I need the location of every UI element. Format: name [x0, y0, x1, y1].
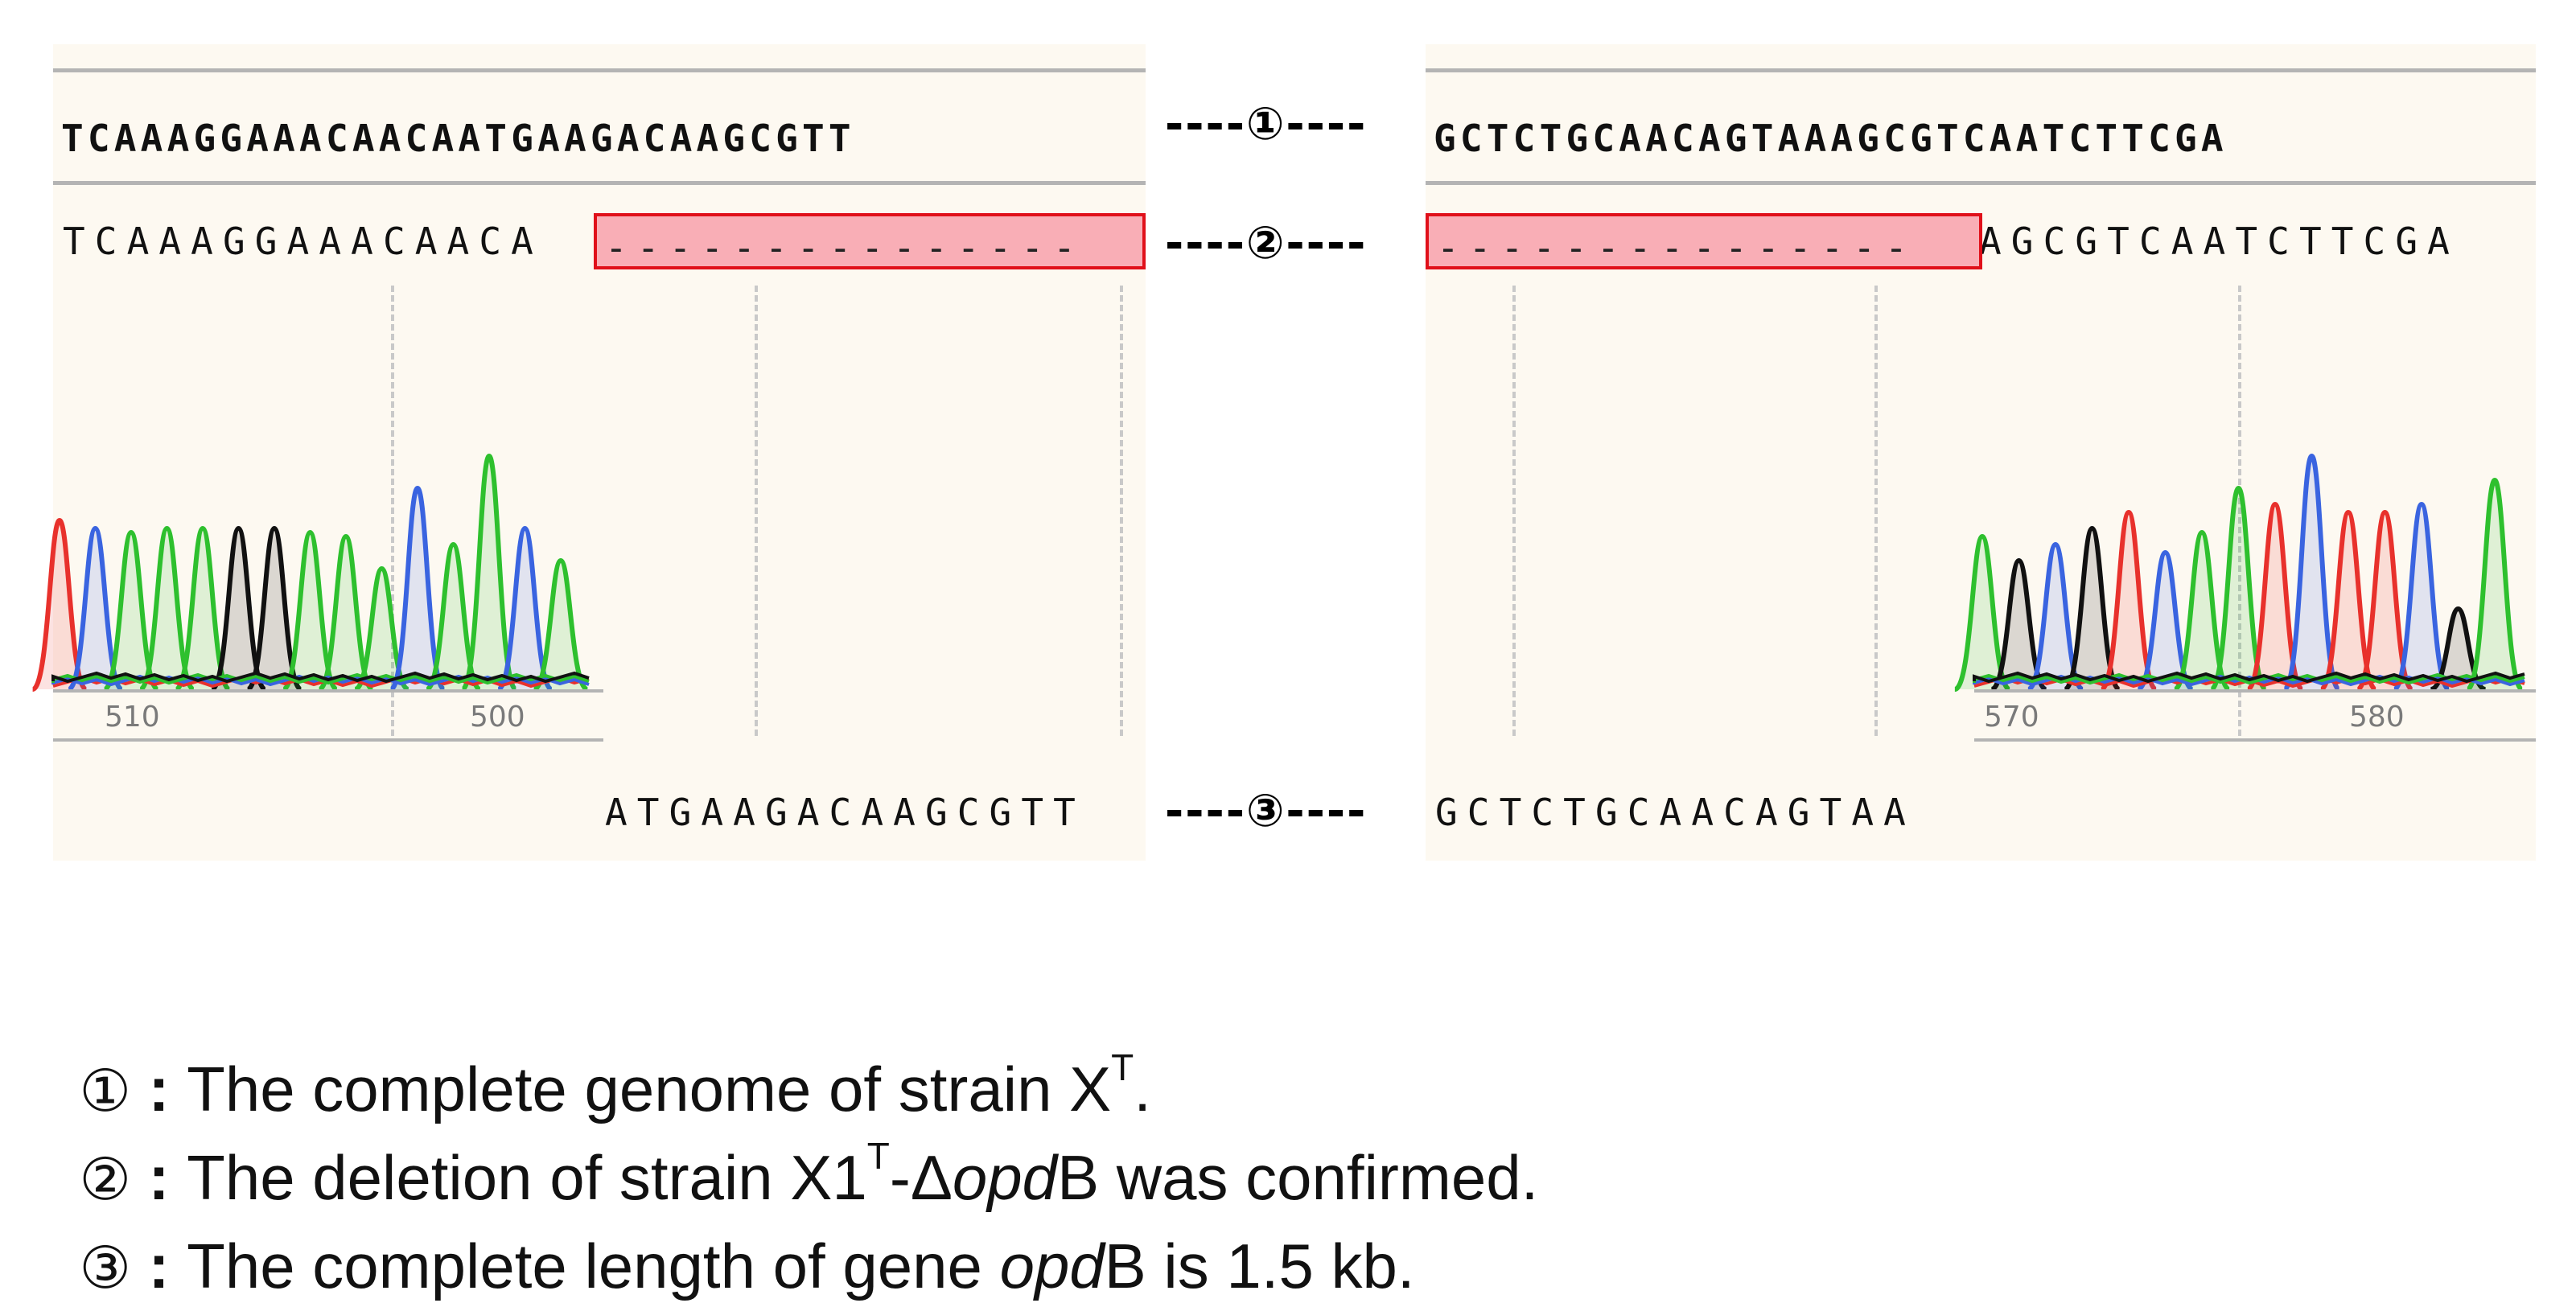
peak-line [210, 525, 267, 692]
legend-tail: . [1134, 1054, 1151, 1124]
peak-line [67, 525, 124, 692]
peak-line [2063, 525, 2121, 692]
baseline-noise [51, 672, 590, 685]
axis-rule [1974, 738, 2536, 742]
legend-item-3: ③ : The complete length of gene opdB is … [44, 1157, 1415, 1303]
deletion-sequence-right: AGCGTCAATCTTCGA [1979, 220, 2459, 263]
legend-separator: : [130, 1054, 187, 1124]
peak-line [318, 533, 374, 692]
gridline [1120, 286, 1123, 736]
chromatogram-panel-right: GCTCTGCAACAGTAAAGCGTCAATCTTCGA AGCGTCAAT… [1426, 44, 2536, 861]
reference-top-rule [1426, 68, 2536, 72]
legend-text: The complete genome of strain X [187, 1054, 1112, 1124]
tick-label: 570 [1984, 701, 2039, 734]
peak-line [533, 557, 589, 692]
peak-line [2356, 509, 2414, 692]
deletion-sequence-left: TCAAAGGAAACAACA [63, 220, 543, 263]
gridline [1512, 286, 1516, 736]
gene-sequence-right: GCTCTGCAACAGTAA [1435, 791, 1916, 834]
axis-rule [53, 689, 603, 693]
gridline [1874, 286, 1878, 736]
legend-item-2: ② : The deletion of strain X1T-ΔopdB was… [44, 1068, 1538, 1215]
reference-sequence-left: TCAAAGGAAACAACAATGAAGACAAGCGTT [61, 117, 855, 160]
tick-label: 580 [2349, 701, 2405, 734]
legend-separator: : [130, 1142, 187, 1213]
legend-item-1: ① : The complete genome of strain XT. [44, 980, 1151, 1126]
peak-line [425, 541, 482, 692]
superscript: T [1111, 1046, 1134, 1088]
peak-line [2246, 501, 2304, 692]
legend-tail: B is 1.5 kb. [1104, 1231, 1415, 1301]
chromatogram-trace-right [1953, 453, 2525, 692]
reference-sequence-right: GCTCTGCAACAGTAAAGCGTCAATCTTCGA [1434, 117, 2228, 160]
gap-dashes: --------------- [605, 226, 1085, 269]
gene-sequence-left: ATGAAGACAAGCGTT [605, 791, 1085, 834]
deletion-gap-right: --------------- [1426, 213, 1982, 269]
peak-line [2027, 541, 2084, 692]
connector-1: ----①---- [1165, 98, 1368, 150]
peak-line [1953, 533, 2011, 692]
gap-dashes: --------------- [1437, 226, 1917, 269]
marker-2: ② [79, 1145, 131, 1213]
reference-top-rule [53, 68, 1146, 72]
peak-line [2100, 509, 2158, 692]
peak-line [353, 565, 410, 692]
peak-line [103, 529, 159, 692]
peak-line [1990, 557, 2048, 692]
connector-2: ----②---- [1165, 217, 1368, 269]
reference-bottom-rule [1426, 181, 2536, 185]
peak-line [496, 525, 553, 692]
chromatogram-panel-left: TCAAAGGAAACAACAATGAAGACAAGCGTT TCAAAGGAA… [31, 44, 1146, 861]
peak-line [459, 453, 519, 692]
peak-line [246, 525, 302, 692]
marker-3: ③ [79, 1234, 131, 1301]
gridline [755, 286, 758, 736]
deletion-gap-left: --------------- [594, 213, 1146, 269]
peak-line [175, 525, 231, 692]
reference-bottom-rule [53, 181, 1146, 185]
tick-label: 500 [470, 701, 525, 734]
gene-name: opd [952, 1142, 1058, 1213]
legend-text: The complete length of gene [187, 1231, 1000, 1301]
peak-line [2209, 485, 2268, 692]
marker-1: ① [79, 1057, 131, 1124]
gridline [2238, 286, 2241, 736]
peak-line [2173, 529, 2231, 692]
peak-line [389, 485, 446, 692]
chromatogram-trace-left [31, 453, 590, 692]
peak-line [2319, 509, 2377, 692]
legend-text: The deletion of strain X1 [187, 1142, 867, 1213]
connector-3: ----③---- [1165, 785, 1368, 837]
peak-line [282, 529, 339, 692]
baseline-noise [51, 671, 590, 684]
peak-line [2393, 501, 2450, 692]
peak-line [2136, 549, 2195, 692]
axis-rule [53, 738, 603, 742]
tick-label: 510 [105, 701, 160, 734]
gene-name: opd [999, 1231, 1105, 1301]
superscript: T [866, 1135, 890, 1177]
legend-tail: B was confirmed. [1057, 1142, 1539, 1213]
peak-line [2282, 453, 2342, 692]
axis-rule [1974, 689, 2536, 693]
peak-line [2466, 477, 2524, 692]
peak-line [138, 525, 195, 692]
legend-mid: -Δ [889, 1142, 953, 1213]
gridline [391, 286, 394, 736]
legend-separator: : [130, 1231, 187, 1301]
peak-line [31, 517, 88, 692]
baseline-noise [1973, 671, 2525, 684]
